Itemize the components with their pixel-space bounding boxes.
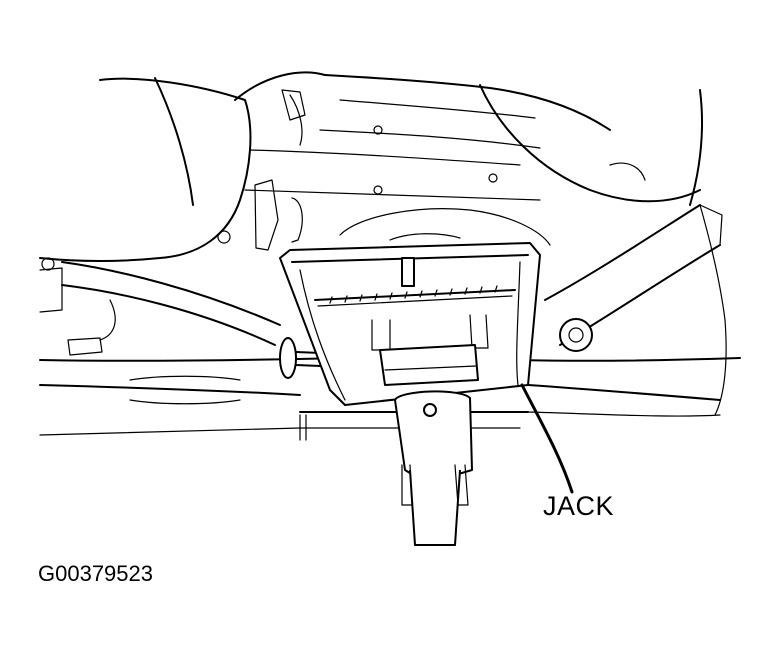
left-body-panel	[39, 71, 326, 313]
figure-id: G00379523	[38, 561, 153, 586]
spare-tire-well	[339, 208, 551, 246]
upper-chassis	[217, 74, 611, 251]
right-body-panel	[479, 84, 727, 416]
jack-post	[394, 390, 473, 546]
jack-head	[379, 344, 479, 386]
jack-leader-line	[520, 383, 574, 494]
jack-label: JACK	[543, 491, 615, 521]
left-suspension-arm	[61, 261, 281, 356]
right-suspension-arm	[544, 204, 723, 352]
